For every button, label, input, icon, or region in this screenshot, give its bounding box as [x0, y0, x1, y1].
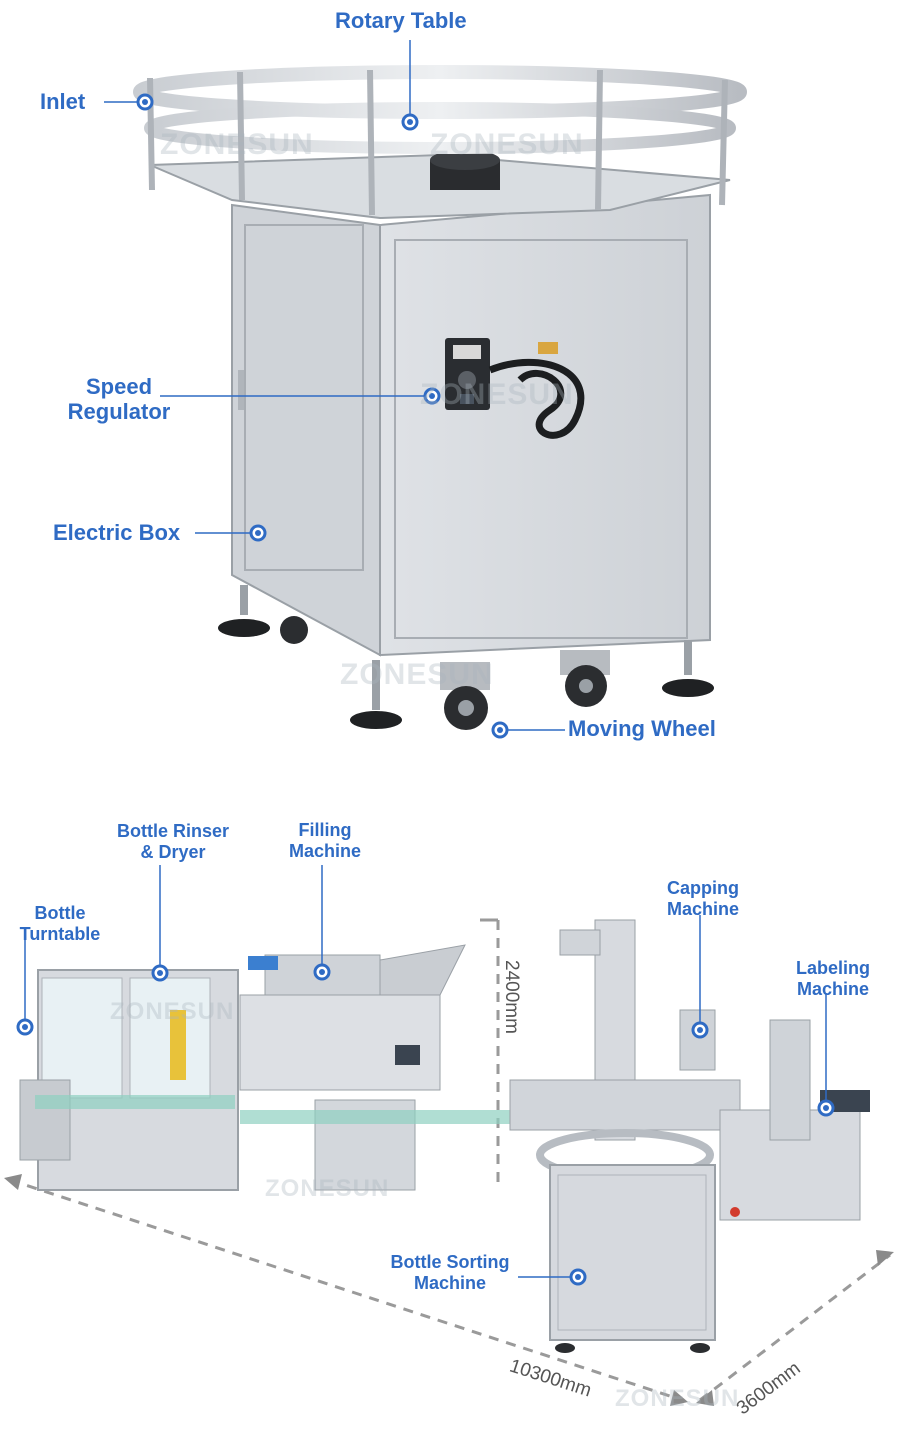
label-rotary-table: Rotary Table	[335, 8, 467, 33]
filling-touchscreen	[395, 1045, 420, 1065]
rotary-table-illustration	[104, 40, 747, 739]
marker-dots	[16, 963, 835, 1286]
label-bottle-rinser-line-2: & Dryer	[140, 842, 206, 862]
label-moving-wheel: Moving Wheel	[568, 716, 716, 741]
regulator-label-plate	[453, 345, 481, 359]
label-capping-machine: Capping Machine	[658, 878, 748, 920]
cabinet-front-panel	[379, 193, 711, 657]
label-labeling-machine: Labeling Machine	[788, 958, 878, 1000]
sorting-cabinet	[549, 1164, 716, 1341]
label-sorting-line-1: Bottle Sorting	[390, 1252, 510, 1272]
labeling-head	[769, 1019, 811, 1141]
cabinet-door	[394, 239, 688, 639]
cable-plug	[538, 342, 558, 354]
label-speed-regulator-line-1: Speed	[85, 374, 153, 399]
label-labeling-line-1: Labeling	[795, 958, 870, 978]
label-speed-regulator: Speed Regulator	[60, 374, 178, 424]
label-bottle-rinser-line-1: Bottle Rinser	[116, 821, 230, 841]
watermark: ZONESUN	[110, 998, 235, 1025]
watermark: ZONESUN	[265, 1175, 390, 1202]
label-capping-line-1: Capping	[667, 878, 739, 898]
label-bottle-turntable-line-2: Turntable	[19, 924, 101, 944]
production-line-illustration	[4, 865, 894, 1406]
label-filling-line-1: Filling	[298, 820, 352, 840]
turntable-unit	[19, 1079, 71, 1161]
leader-lines	[24, 865, 827, 1278]
capping-base	[509, 1079, 741, 1131]
power-cable	[488, 358, 585, 439]
filling-frame	[239, 994, 441, 1091]
watermark: ZONESUN	[420, 378, 574, 411]
production-line-photo: ZONESUN ZONESUN ZONESUN Bottle Turntable…	[0, 780, 900, 1445]
label-sorting-line-2: Machine	[413, 1273, 487, 1293]
leveling-foot	[218, 619, 270, 637]
watermark: ZONESUN	[430, 128, 584, 161]
control-panel-yellow	[170, 1010, 186, 1080]
motor	[248, 956, 278, 970]
label-bottle-turntable: Bottle Turntable	[12, 903, 108, 945]
cabinet-side-panel	[231, 203, 381, 657]
watermark: ZONESUN	[160, 128, 314, 161]
leveling-foot	[662, 679, 714, 697]
dimension-lines	[9, 920, 891, 1402]
label-bottle-sorting-machine: Bottle Sorting Machine	[384, 1252, 516, 1294]
side-door	[244, 224, 364, 571]
conveyor-belt	[240, 1110, 570, 1124]
door-hinge	[238, 370, 244, 410]
label-bottle-turntable-line-1: Bottle	[34, 903, 86, 923]
leveling-foot	[350, 711, 402, 729]
rotary-table-machine-photo: ZONESUN ZONESUN ZONESUN ZONESUN Rotary T…	[40, 8, 747, 741]
label-inlet: Inlet	[40, 89, 86, 114]
bottle-row	[35, 1095, 235, 1109]
capping-head	[679, 1009, 716, 1071]
rinser-window	[41, 977, 123, 1099]
regulator-switch	[460, 394, 474, 404]
dimension-height: 2400mm	[501, 960, 522, 1034]
label-electric-box: Electric Box	[53, 520, 181, 545]
watermark: ZONESUN	[340, 658, 494, 691]
label-speed-regulator-line-2: Regulator	[67, 399, 171, 424]
label-capping-line-2: Machine	[666, 899, 740, 919]
label-bottle-rinser-dryer: Bottle Rinser & Dryer	[110, 821, 236, 863]
label-labeling-line-2: Machine	[796, 979, 870, 999]
watermark: ZONESUN	[615, 1385, 740, 1412]
emergency-stop-button	[730, 1207, 740, 1217]
regulator-knob	[458, 371, 476, 389]
caster-wheel	[280, 616, 308, 644]
label-filling-machine: Filling Machine	[280, 820, 370, 862]
label-filling-line-2: Machine	[288, 841, 362, 861]
